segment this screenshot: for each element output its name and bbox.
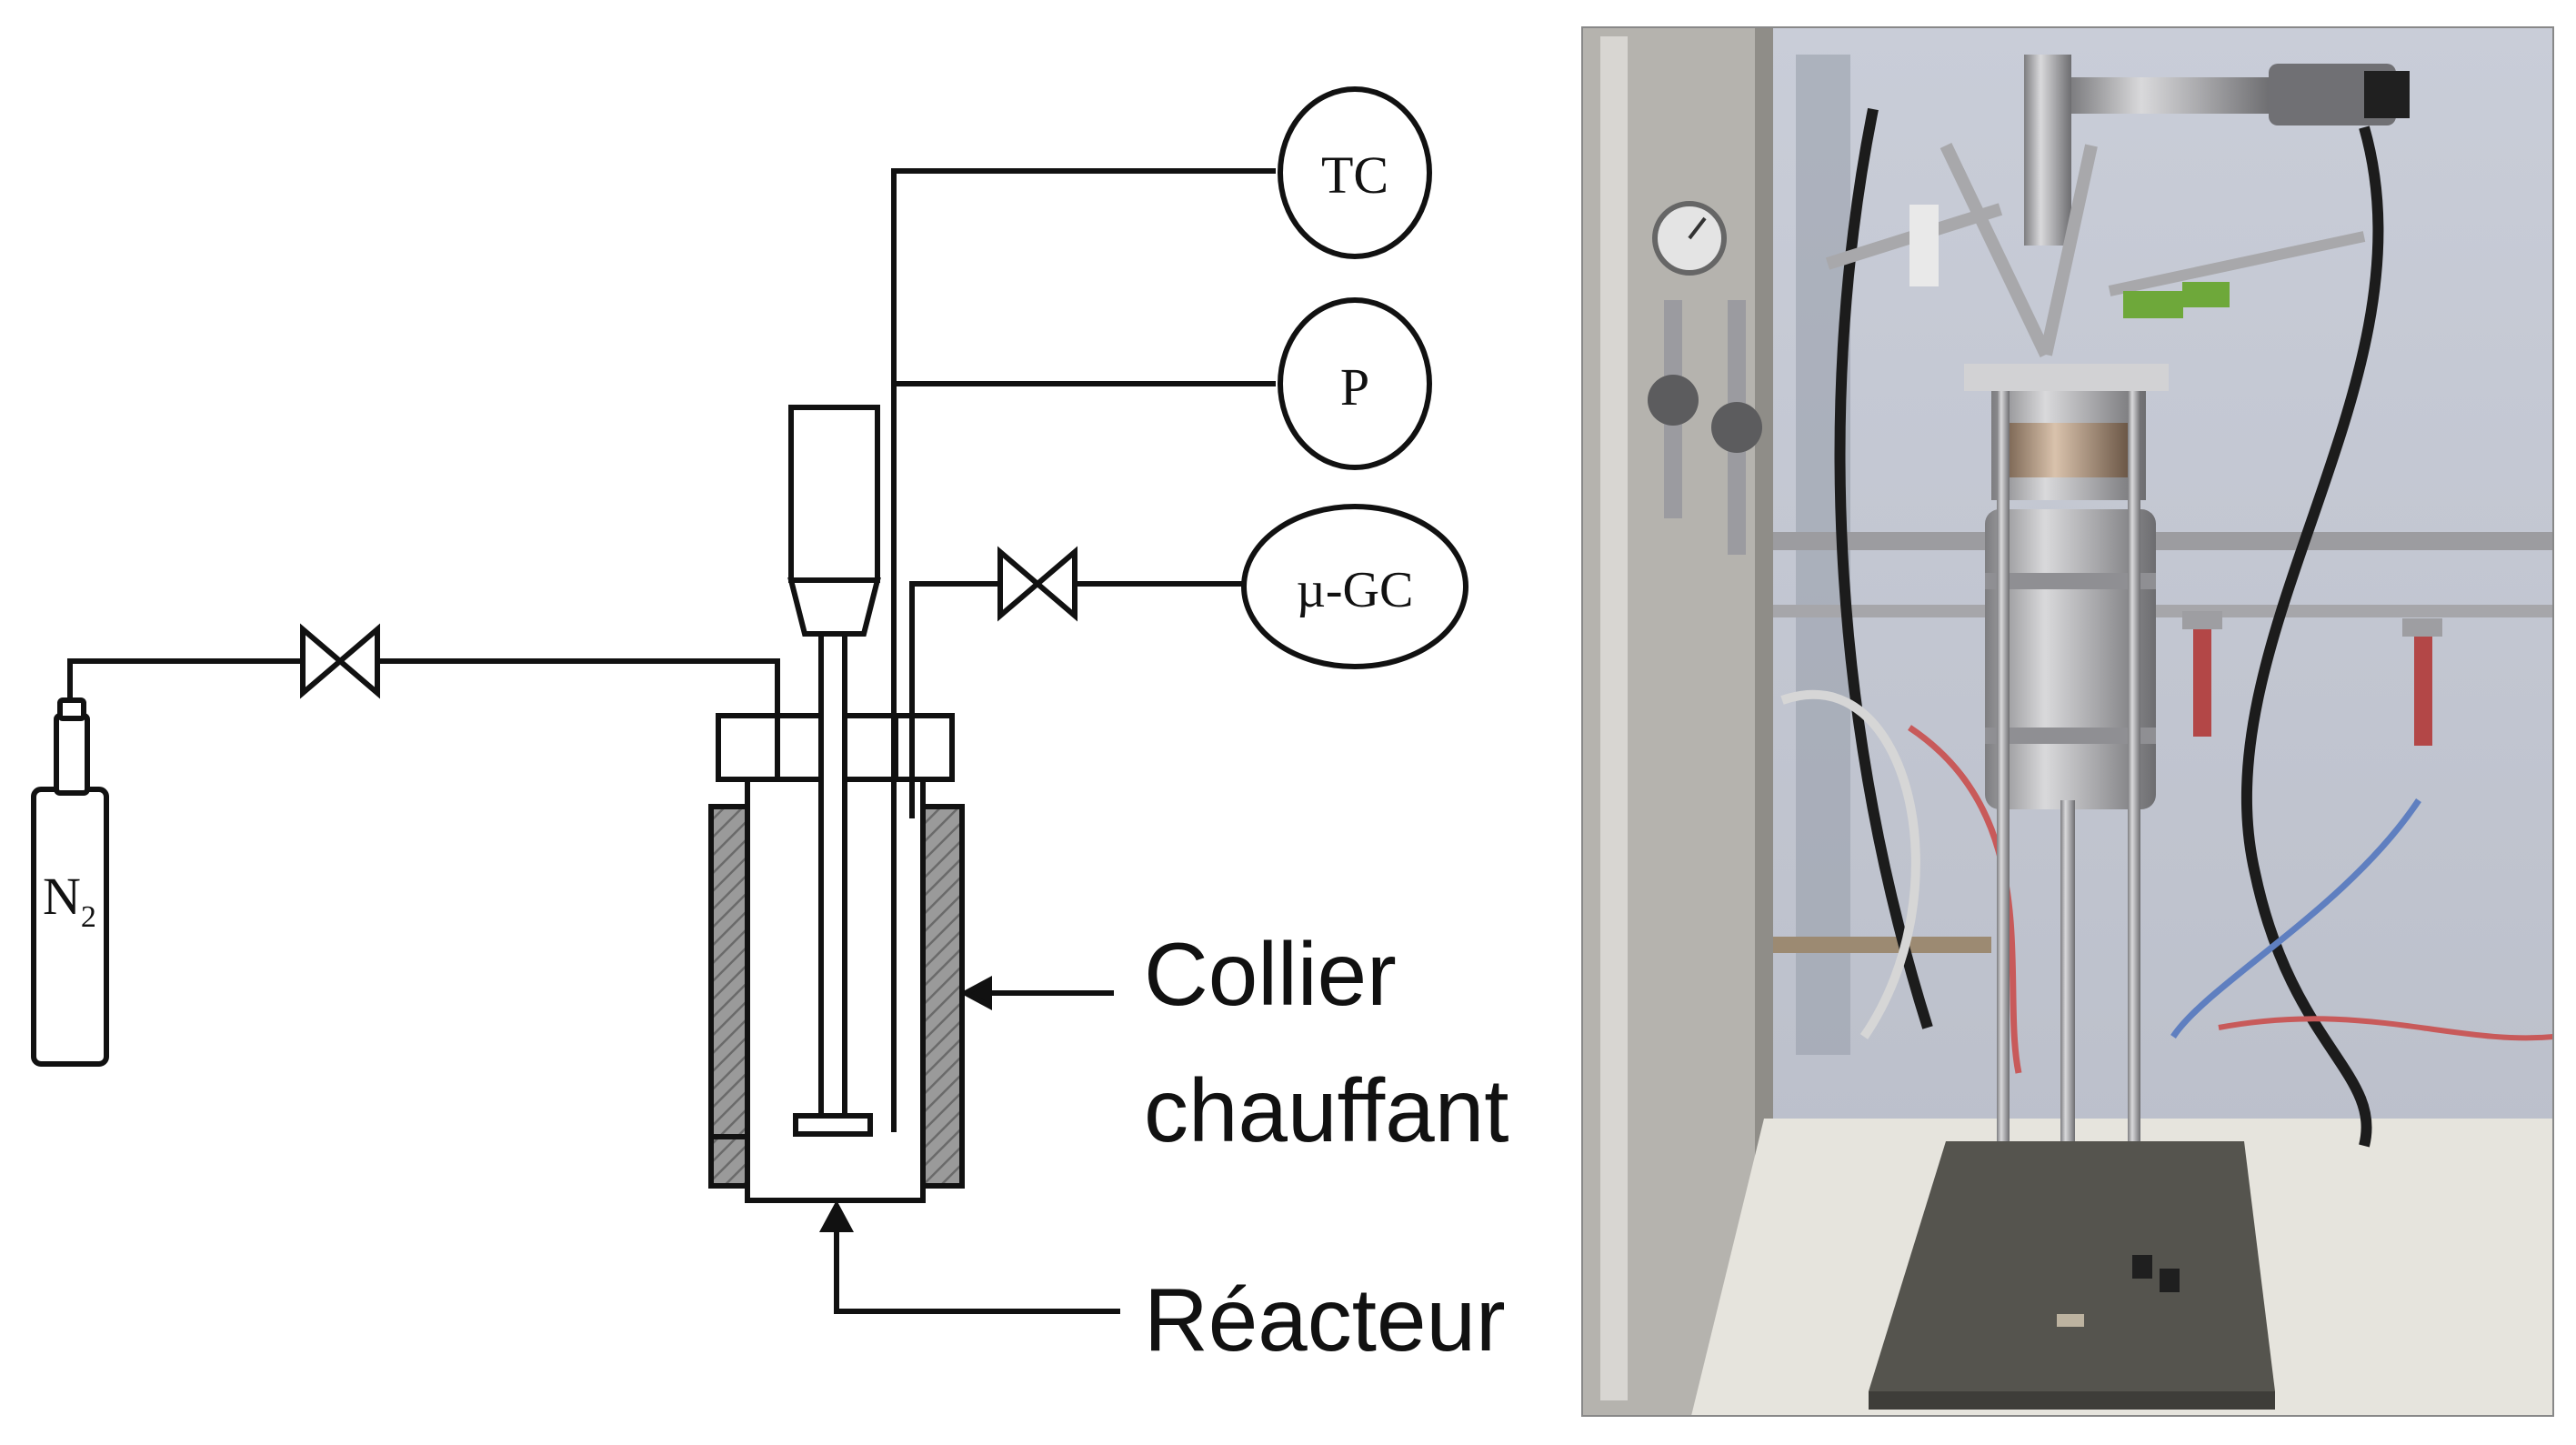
micro-gc-label: µ-GC <box>1297 562 1414 618</box>
heater-callout-arrow <box>959 975 1114 1011</box>
heating-collar-left <box>708 804 750 1189</box>
pressure-gauge <box>1278 297 1432 470</box>
reactor-schematic: N2 <box>31 86 1468 1314</box>
heating-collar-right <box>920 804 965 1189</box>
thermocouple-gauge <box>1278 86 1432 259</box>
stirrer-coupling <box>787 577 881 637</box>
stirrer-shaft <box>818 631 847 1119</box>
nitrogen-feed-line <box>67 658 780 716</box>
thermocouple-line <box>891 168 1276 1132</box>
pressure-label: P <box>1340 357 1369 416</box>
thermocouple-label: TC <box>1321 146 1388 205</box>
heater-label-line2: chauffant <box>1144 1060 1509 1160</box>
stirrer-impeller <box>793 1113 873 1137</box>
sampling-line <box>909 581 1244 818</box>
micro-gc-analyzer <box>1241 504 1468 669</box>
reactor-label: Réacteur <box>1144 1269 1506 1370</box>
nitrogen-label: N2 <box>43 867 96 934</box>
reactor-callout-arrow <box>818 1199 1120 1314</box>
stirrer-motor <box>788 405 880 583</box>
nitrogen-feed-valve <box>300 623 380 699</box>
sampling-valve <box>997 546 1078 622</box>
heater-label-line1: Collier <box>1144 924 1397 1024</box>
nitrogen-cylinder <box>31 697 109 1067</box>
reactor-photo <box>1581 26 2554 1417</box>
